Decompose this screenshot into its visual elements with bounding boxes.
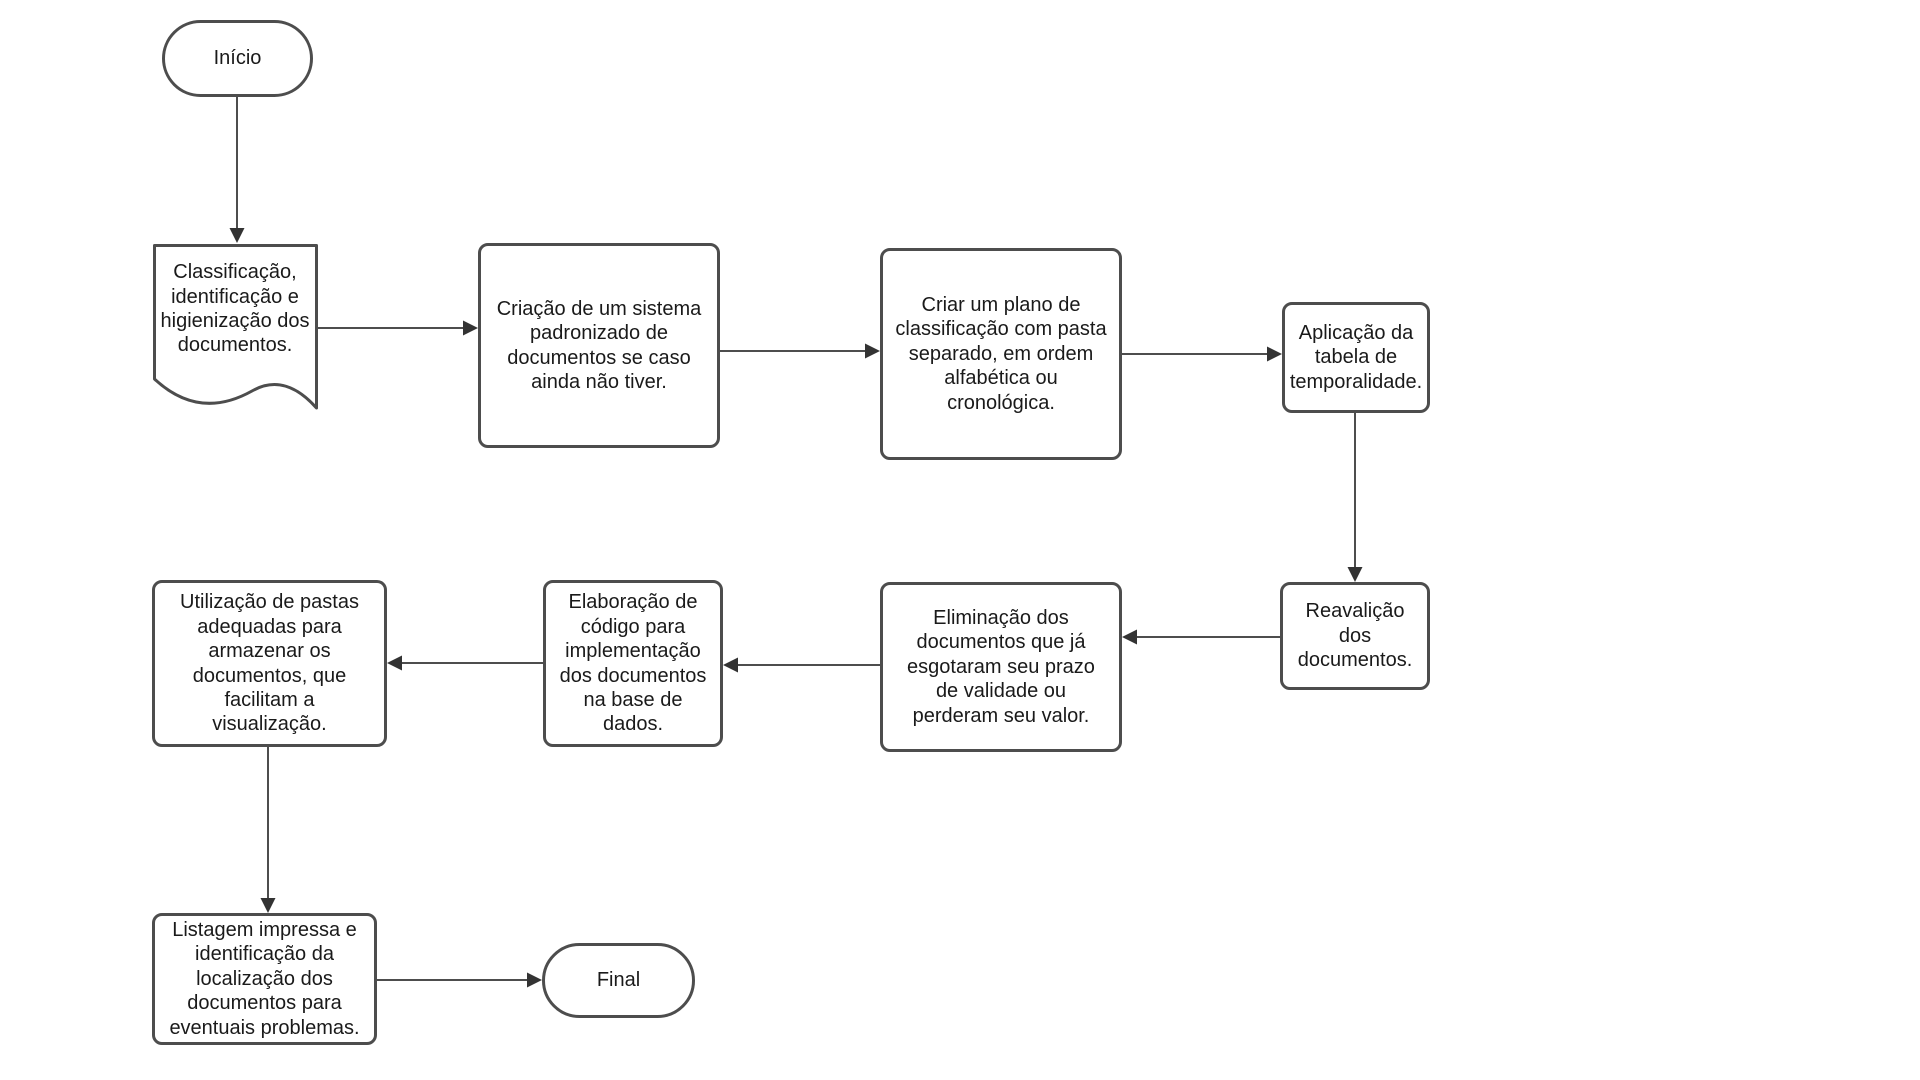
node-reavalicao-label: Reavalição dos documentos. [1297,600,1413,672]
node-criacao-sistema: Criação de um sistema padronizado de doc… [478,243,720,448]
node-plano-classificacao: Criar um plano de classificação com past… [880,248,1122,460]
node-end: Final [542,943,695,1018]
node-eliminacao-documentos: Eliminação dos documentos que já esgotar… [880,582,1122,752]
node-criacao-label: Criação de um sistema padronizado de doc… [496,297,702,393]
node-elaboracao-label: Elaboração de código para implementação … [559,591,707,736]
node-classificacao-documentos: Classificação, identificação e higieniza… [152,244,318,374]
node-end-label: Final [596,969,641,992]
node-aplicacao-label: Aplicação da tabela de temporalidade. [1289,321,1423,393]
node-eliminacao-label: Eliminação dos documentos que já esgotar… [907,607,1095,727]
node-start: Início [162,20,313,97]
node-listagem-label: Listagem impressa e identificação da loc… [169,919,360,1039]
node-aplicacao-tabela: Aplicação da tabela de temporalidade. [1282,302,1430,413]
node-start-label: Início [213,47,262,70]
node-listagem-impressa: Listagem impressa e identificação da loc… [152,913,377,1045]
node-utilizacao-label: Utilização de pastas adequadas para arma… [180,591,359,736]
node-classificacao-label: Classificação, identificação e higieniza… [160,261,310,357]
node-elaboracao-codigo: Elaboração de código para implementação … [543,580,723,747]
document-shape [153,244,318,410]
node-utilizacao-pastas: Utilização de pastas adequadas para arma… [152,580,387,747]
node-plano-label: Criar um plano de classificação com past… [895,294,1107,414]
node-reavalicao-documentos: Reavalição dos documentos. [1280,582,1430,690]
